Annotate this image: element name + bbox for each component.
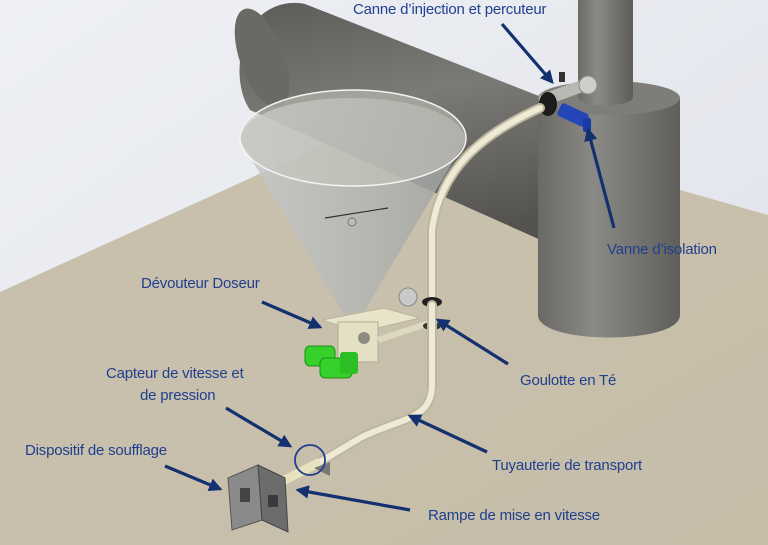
arrow-canne — [500, 22, 554, 85]
label-speed-pressure-sensor-line1: Capteur de vitesse et — [106, 365, 244, 382]
label-metering-feeder: Dévouteur Doseur — [141, 275, 260, 292]
label-isolation-valve: Vanne d’isolation — [607, 241, 717, 258]
arrow-capteur — [225, 406, 293, 448]
label-speed-pressure-sensor-line2: de pression — [140, 387, 216, 404]
label-blower-device: Dispositif de soufflage — [25, 442, 167, 459]
feeder-motors — [304, 345, 358, 379]
label-t-chute: Goulotte en Té — [520, 372, 617, 389]
sensor-highlight-circle — [294, 444, 326, 476]
metering-feeder — [321, 287, 433, 363]
arrow-goulotte — [435, 318, 509, 366]
callout-arrows — [164, 22, 616, 512]
label-injection-lance: Canne d’injection et percuteur — [353, 1, 547, 18]
arrow-rampe — [295, 485, 411, 512]
arrow-devouteur — [261, 300, 323, 329]
arrow-soufflage — [164, 464, 223, 492]
arrow-tuyauterie — [407, 414, 488, 454]
blower-device — [227, 464, 289, 533]
label-acceleration-ramp: Rampe de mise en vitesse — [428, 507, 600, 524]
hopper — [239, 89, 467, 315]
label-transport-pipe: Tuyauterie de transport — [492, 457, 642, 474]
arrow-vanne — [584, 127, 616, 229]
